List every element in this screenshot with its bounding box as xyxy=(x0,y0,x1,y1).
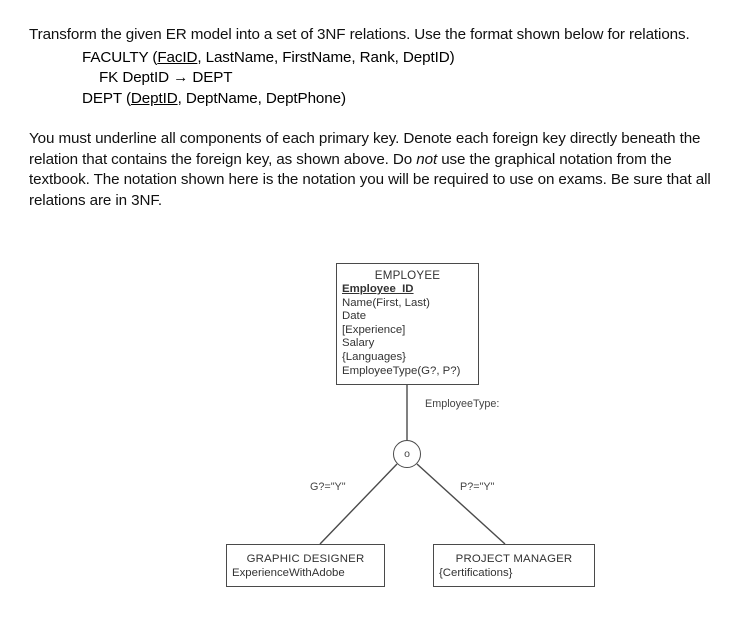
discriminator-symbol: o xyxy=(404,448,410,460)
body-emphasis-word: not xyxy=(416,150,438,168)
body-text-part-2: use the graphical notation from the text… xyxy=(29,150,711,209)
entity-title-graphic-designer: GRAPHIC DESIGNER xyxy=(246,553,365,565)
attribute-name: Name(First, Last) xyxy=(342,296,430,309)
attribute-languages: {Languages} xyxy=(342,350,406,363)
body-text-part-1: You must underline all components of eac… xyxy=(29,130,701,168)
faculty-relation-suffix: , LastName, FirstName, Rank, DeptID) xyxy=(197,48,455,66)
attribute-primary-key: Employee_ID xyxy=(342,283,414,295)
connector-discriminator-to-project-manager xyxy=(416,463,506,545)
body-paragraph: You must underline all components of eac… xyxy=(29,129,719,211)
entity-title-employee: EMPLOYEE xyxy=(374,269,441,282)
attribute-experience-with-adobe: ExperienceWithAdobe xyxy=(232,567,345,579)
subtype-condition-left: G?="Y" xyxy=(310,481,346,493)
instructions-block: Transform the given ER model into a set … xyxy=(29,25,729,211)
faculty-relation-prefix: FACULTY ( xyxy=(82,48,158,66)
attribute-salary: Salary xyxy=(342,337,375,350)
relation-format-examples: FACULTY (FacID, LastName, FirstName, Ran… xyxy=(29,48,729,110)
overlap-discriminator-circle-icon: o xyxy=(393,440,421,468)
attribute-certifications: {Certifications} xyxy=(439,567,513,579)
entity-box-project-manager: PROJECT MANAGER {Certifications} xyxy=(433,544,595,587)
attribute-date: Date xyxy=(342,310,367,323)
dept-primary-key: DeptID xyxy=(130,89,178,107)
entity-title-project-manager: PROJECT MANAGER xyxy=(455,553,573,565)
dept-relation-suffix: , DeptName, DeptPhone) xyxy=(177,89,346,107)
dept-relation-prefix: DEPT ( xyxy=(82,89,131,107)
attribute-experience: [Experience] xyxy=(342,323,406,336)
subtype-condition-right: P?="Y" xyxy=(460,481,495,493)
faculty-foreign-key-line: FK DeptID → DEPT xyxy=(99,69,233,86)
entity-box-graphic-designer: GRAPHIC DESIGNER ExperienceWithAdobe xyxy=(226,544,385,587)
faculty-primary-key: FacID xyxy=(157,48,198,66)
entity-box-employee: EMPLOYEE Employee_ID Name(First, Last) D… xyxy=(336,263,479,385)
connector-discriminator-to-graphic-designer xyxy=(319,463,398,545)
dept-relation-line: DEPT (DeptID, DeptName, DeptPhone) xyxy=(29,89,729,110)
faculty-relation-line: FACULTY (FacID, LastName, FirstName, Ran… xyxy=(29,48,729,69)
intro-paragraph: Transform the given ER model into a set … xyxy=(29,26,690,43)
discriminator-label: EmployeeType: xyxy=(425,398,500,410)
attribute-list-employee: Employee_ID Name(First, Last) Date [Expe… xyxy=(337,283,478,378)
attribute-employee-type: EmployeeType(G?, P?) xyxy=(342,364,461,377)
